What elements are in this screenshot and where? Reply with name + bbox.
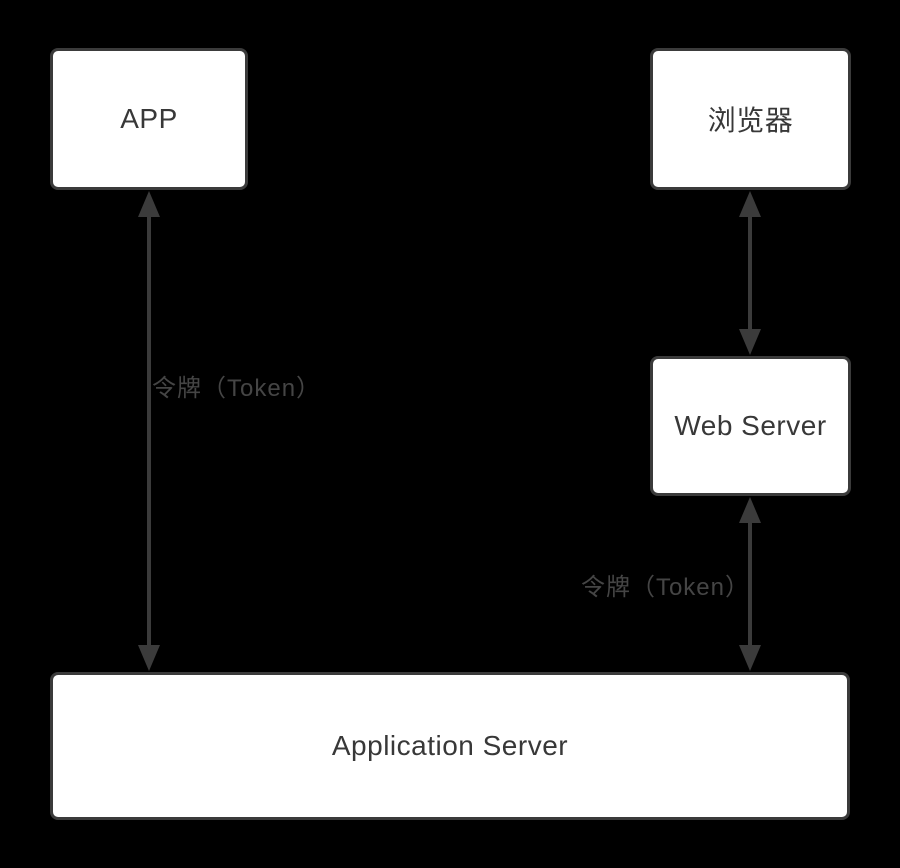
edge-app-to-application-server — [137, 191, 161, 671]
arrowhead-down-icon — [739, 645, 761, 671]
arrow-shaft — [147, 217, 151, 645]
arrow-shaft — [748, 217, 752, 329]
node-application-server-label: Application Server — [331, 730, 569, 761]
node-app: APP — [50, 48, 248, 190]
arrowhead-down-icon — [739, 329, 761, 355]
edge-label-token-left: 令牌（Token） — [152, 375, 322, 402]
edge-web-server-to-application-server — [738, 497, 762, 671]
arrow-shaft — [748, 523, 752, 645]
node-web-server: Web Server — [650, 356, 851, 496]
edge-browser-to-web-server — [738, 191, 762, 355]
arrowhead-up-icon — [138, 191, 160, 217]
node-browser: 浏览器 — [650, 48, 851, 190]
node-browser-label: 浏览器 — [707, 105, 794, 136]
node-web-server-label: Web Server — [674, 410, 827, 441]
edge-label-token-right: 令牌（Token） — [580, 574, 750, 601]
arrowhead-up-icon — [739, 191, 761, 217]
node-application-server: Application Server — [50, 672, 850, 820]
node-app-label: APP — [120, 103, 178, 134]
arrowhead-down-icon — [138, 645, 160, 671]
arrowhead-up-icon — [739, 497, 761, 523]
